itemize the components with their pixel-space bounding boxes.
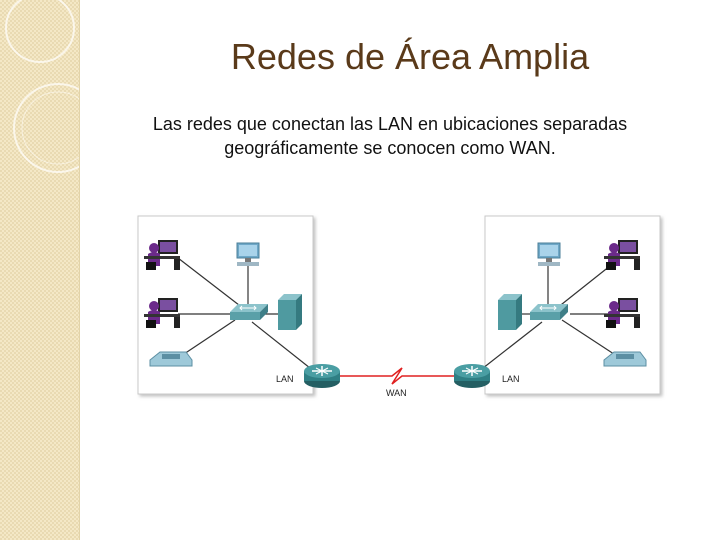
sidebar-circles-decoration [5,0,79,173]
slide-title: Redes de Área Amplia [230,36,590,77]
wan-link [340,367,455,385]
decorative-sidebar [0,0,80,540]
slide-subtitle: Las redes que conectan las LAN en ubicac… [152,114,628,158]
left-lan-label: LAN [276,374,294,384]
right-server-icon [498,294,522,330]
wan-network-diagram: LAN LAN WAN [137,215,661,398]
right-switch-icon [529,303,569,321]
right-router-icon [453,363,491,389]
left-server-icon [278,294,302,330]
right-desktop-pc-icon [537,242,561,267]
left-router-icon [303,363,341,389]
right-lan-label: LAN [502,374,520,384]
wan-label: WAN [386,388,407,398]
left-switch-icon [229,303,269,321]
left-desktop-pc-icon [236,242,260,267]
